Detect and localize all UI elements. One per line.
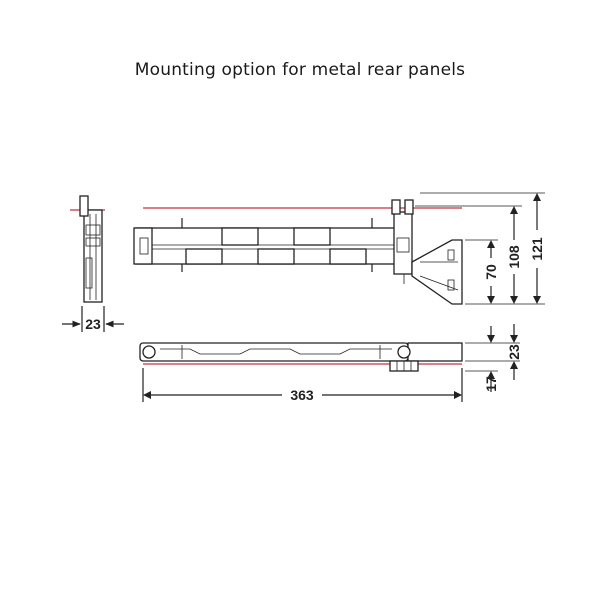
dim-overall-length: 363 (290, 387, 314, 403)
rail-left-cap (133, 227, 153, 265)
dim-bottom-23: 23 (506, 344, 522, 360)
side-view (62, 195, 124, 332)
dim-bottom-17: 17 (483, 376, 499, 392)
top-clip-left (391, 199, 401, 215)
side-top-clip (79, 195, 89, 217)
bottom-view (139, 324, 520, 402)
dim-height-108: 108 (506, 245, 522, 269)
dim-height-70: 70 (483, 264, 499, 280)
bottom-rail-body (139, 342, 409, 362)
side-profile-body (83, 209, 103, 303)
bottom-right-extension (407, 342, 463, 362)
hinge-block (393, 211, 413, 275)
top-clip-right (404, 199, 414, 215)
dim-side-width: 23 (85, 316, 101, 332)
top-view (133, 192, 545, 305)
mounting-bracket (411, 239, 463, 305)
dim-height-121: 121 (529, 237, 545, 261)
diagram-title: Mounting option for metal rear panels (134, 60, 466, 80)
left-roller (142, 345, 156, 359)
right-roller (397, 345, 411, 359)
